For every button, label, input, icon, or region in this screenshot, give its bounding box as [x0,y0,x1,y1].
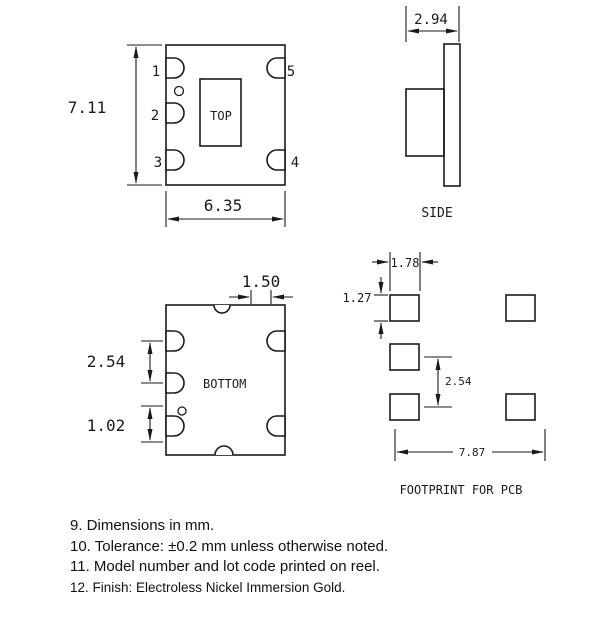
dim-bottom-notch-width [229,290,293,304]
side-view-body [443,43,461,187]
pin-number-1: 1 [152,64,160,80]
dim-top-width [165,191,286,227]
dim-top-height-label: 7.11 [68,98,107,117]
side-view-label: SIDE [421,206,452,221]
side-view [405,43,461,187]
top-view-label: TOP [210,109,232,123]
bottom-pad-4 [266,415,286,437]
side-view-lead [405,88,445,157]
dim-bottom-pad-offset [141,405,163,443]
pin-number-5: 5 [287,64,295,80]
footprint-pads [389,294,536,421]
pin1-castellation [165,57,185,79]
footprint-pad-left-1 [389,294,420,322]
dim-footprint-pad-pitch-label: 2.54 [445,375,472,388]
footprint-pad-left-2 [389,343,420,371]
dim-bottom-pad-pitch [141,340,163,384]
dim-side-width [405,6,460,42]
bottom-pad-2 [165,372,185,394]
note-9: 9. Dimensions in mm. [70,517,215,534]
pin-number-4: 4 [291,155,299,171]
dim-bottom-notch-width-label: 1.50 [242,272,281,291]
bottom-pad-5 [266,330,286,352]
dim-footprint-overall-width-label: 7.87 [459,446,486,459]
note-11: 11. Model number and lot code printed on… [70,558,380,575]
dim-bottom-pad-pitch-label: 2.54 [87,352,126,371]
top-view [165,44,286,186]
mechanical-drawing: TOP 1 2 3 5 4 7.11 6.35 [68,6,546,497]
notes-list: 9. Dimensions in mm. 10. Tolerance: ±0.2… [70,516,388,598]
dim-footprint-pad-width [372,252,438,291]
footprint-pad-left-3 [389,393,420,421]
dim-footprint-overall-width [394,429,546,461]
pin-number-3: 3 [154,155,162,171]
bottom-pad-1 [165,330,185,352]
pin3-castellation [165,149,185,171]
bottom-view [165,304,286,456]
footprint-label: FOOTPRINT FOR PCB [400,483,523,497]
pin1-indicator-dot [173,85,185,97]
note-10: 10. Tolerance: ±0.2 mm unless otherwise … [70,537,389,555]
pin5-castellation [266,57,286,79]
pin-number-2: 2 [151,108,159,124]
bottom-bottom-notch [214,445,234,456]
pin2-castellation [165,102,185,124]
dim-footprint-pad-height [374,277,388,339]
bottom-top-notch [213,304,231,314]
dim-footprint-pad-width-label: 1.78 [391,256,420,270]
top-view-inner-body [199,78,242,147]
dim-side-width-label: 2.94 [414,12,448,28]
bottom-view-label: BOTTOM [203,377,246,391]
bottom-pad-3 [165,415,185,437]
bottom-pin1-indicator-dot [177,406,187,416]
note-12: 12. Finish: Electroless Nickel Immersion… [70,579,346,595]
dim-footprint-pad-pitch [424,356,452,408]
pin4-castellation [266,149,286,171]
dim-top-height [127,44,162,186]
dim-top-width-label: 6.35 [204,196,243,215]
dim-footprint-pad-height-label: 1.27 [343,291,372,305]
dim-bottom-pad-offset-label: 1.02 [87,416,126,435]
footprint-pad-right-1 [505,294,536,322]
footprint-pad-right-2 [505,393,536,421]
